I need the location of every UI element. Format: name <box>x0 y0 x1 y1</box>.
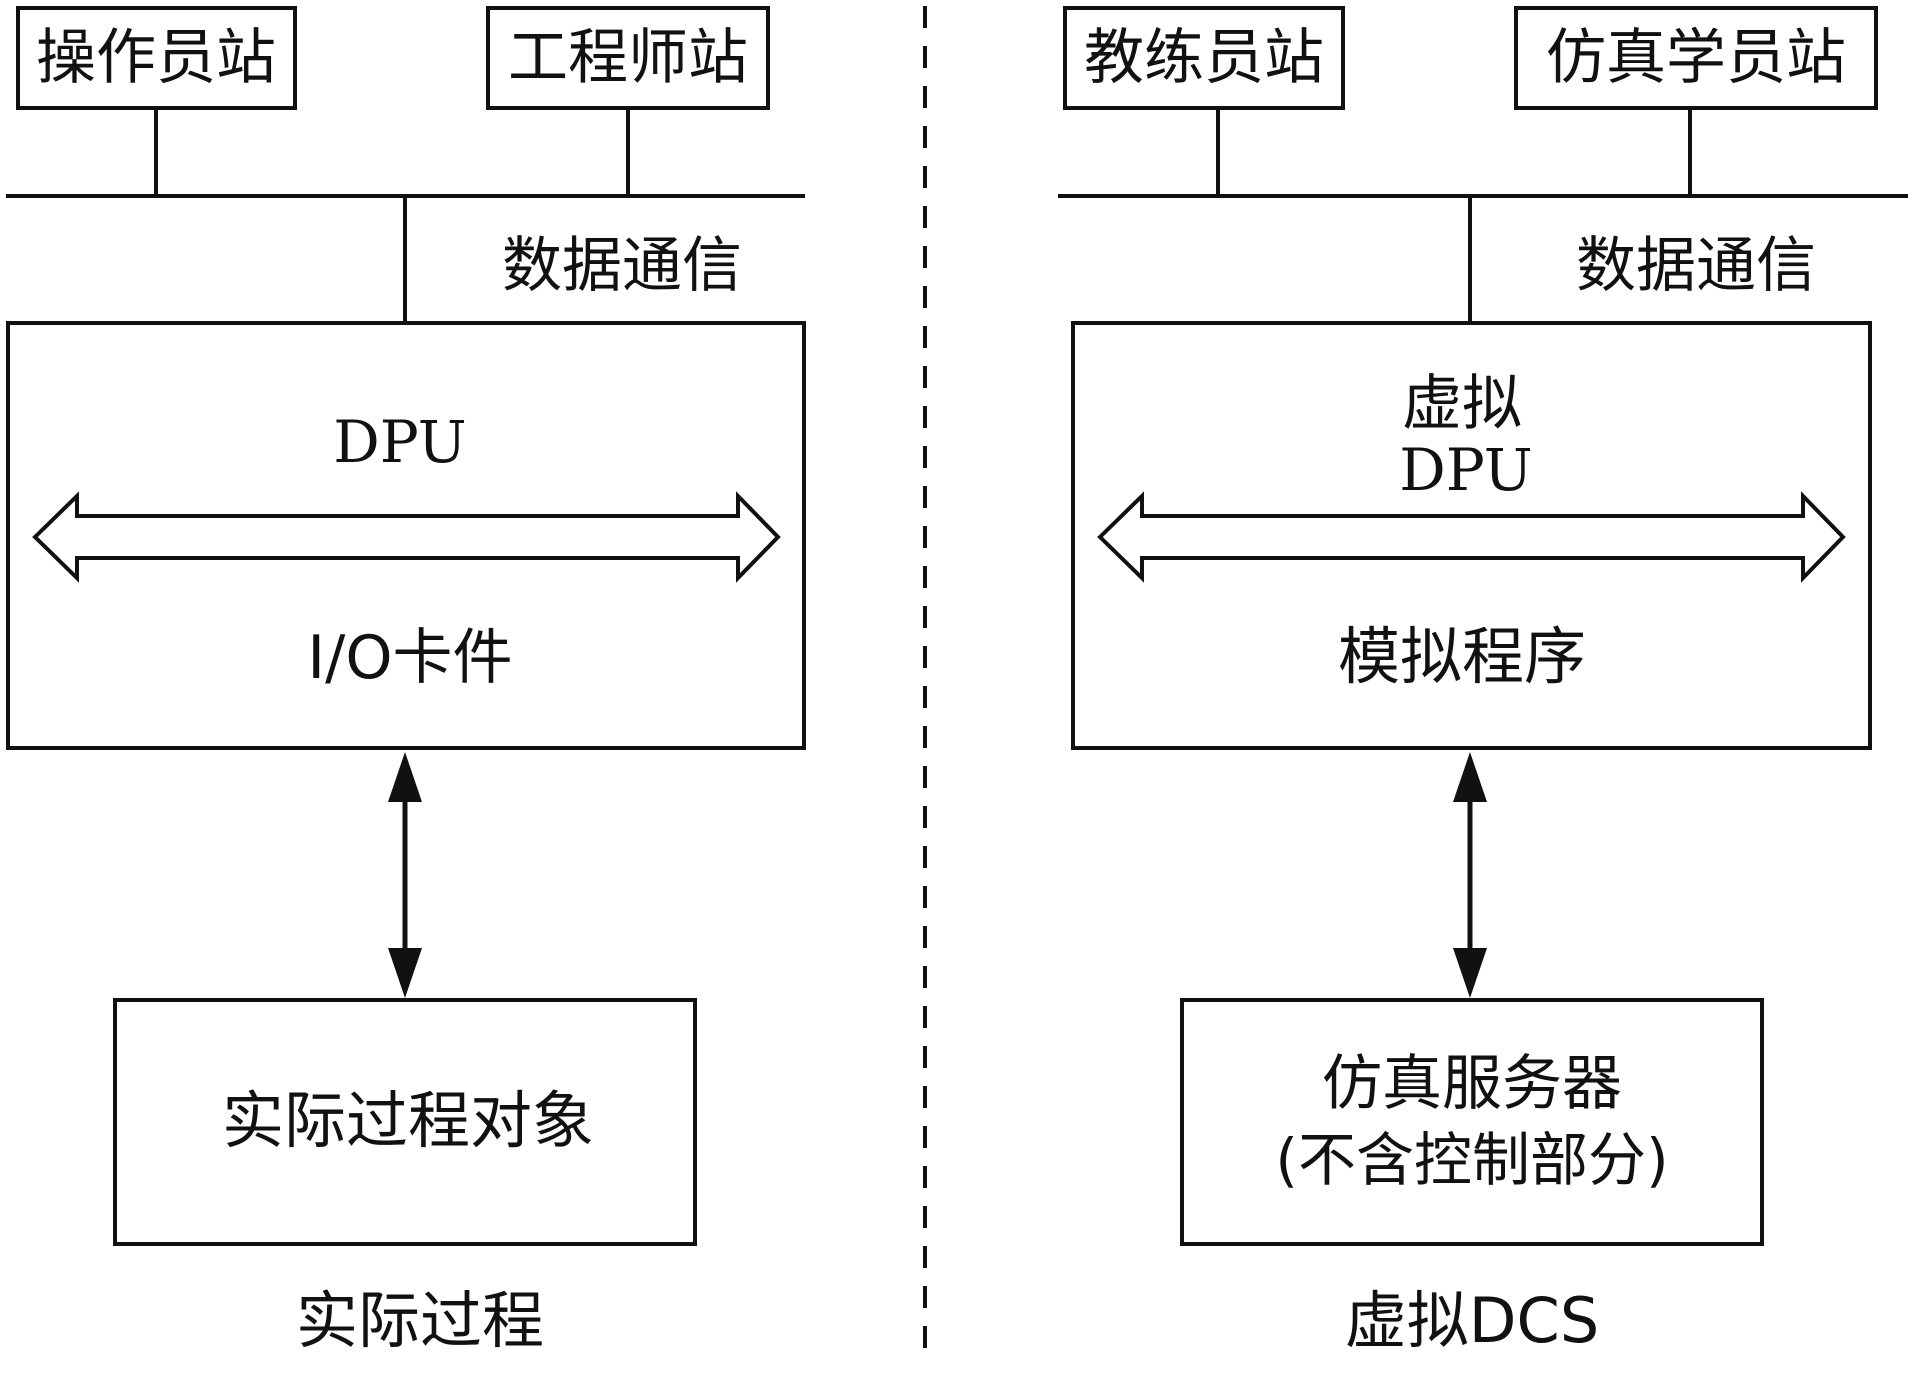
simulation-server-line1: 仿真服务器 <box>1322 1049 1622 1119</box>
simulation-server-line2: (不含控制部分) <box>1275 1126 1668 1194</box>
engineer-station-label: 工程师站 <box>508 23 748 93</box>
operator-station-label: 操作员站 <box>36 23 276 93</box>
virtual-dpu-box <box>1071 321 1872 750</box>
left-arrowhead-up <box>388 752 422 802</box>
simulation-program-label: 模拟程序 <box>1338 620 1586 693</box>
left-panel <box>6 6 806 1246</box>
virtual-dpu-title-line1: 虚拟 <box>1402 369 1522 439</box>
left-arrowhead-down <box>388 948 422 998</box>
io-card-label: I/O卡件 <box>307 623 512 693</box>
coach-station-box <box>1063 6 1345 110</box>
right-vertical-arrow <box>1453 752 1487 998</box>
virtual-dpu-title-line2: DPU <box>1399 436 1532 504</box>
coach-station-label: 教练员站 <box>1084 23 1324 93</box>
left-bus-label: 数据通信 <box>502 231 742 301</box>
right-caption: 虚拟DCS <box>1345 1284 1599 1357</box>
process-object-box <box>113 998 697 1246</box>
right-arrowhead-down <box>1453 948 1487 998</box>
trainee-station-label: 仿真学员站 <box>1546 23 1846 93</box>
virtual-dpu-double-arrow <box>1097 491 1846 583</box>
process-object-label: 实际过程对象 <box>222 1084 594 1157</box>
dpu-io-double-arrow <box>32 491 781 583</box>
simulation-server-box <box>1180 998 1764 1246</box>
right-panel <box>1058 6 1908 1246</box>
trainee-station-box <box>1514 6 1878 110</box>
left-vertical-arrow <box>388 752 422 998</box>
right-arrowhead-up <box>1453 752 1487 802</box>
dpu-box <box>6 321 806 750</box>
right-bus-label: 数据通信 <box>1576 231 1816 301</box>
left-caption: 实际过程 <box>296 1284 544 1357</box>
dpu-title: DPU <box>333 408 466 476</box>
